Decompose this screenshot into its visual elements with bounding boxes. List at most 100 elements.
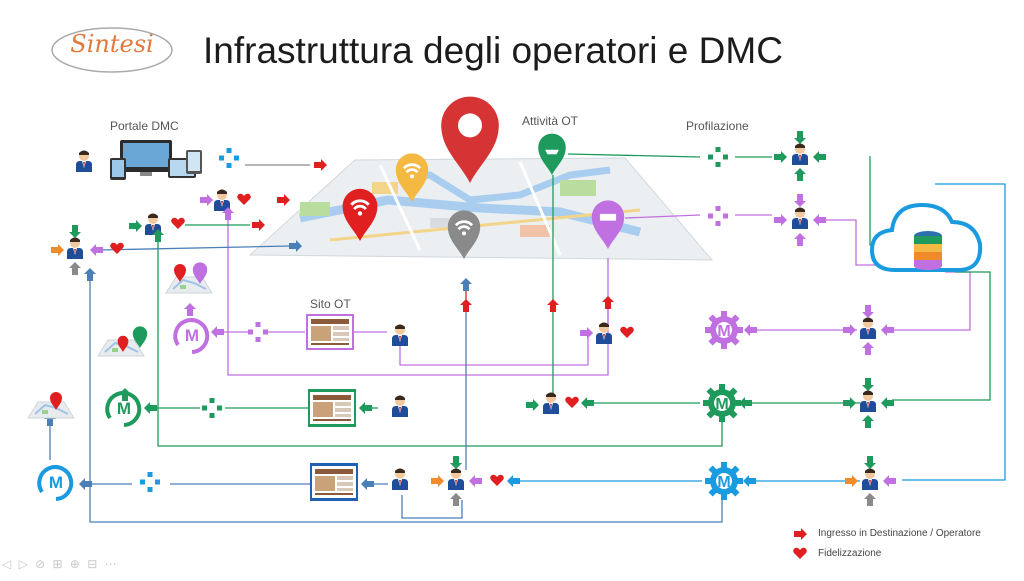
arrow-icon [881, 397, 894, 409]
arrow-icon [743, 475, 756, 487]
arrow-icon [450, 493, 462, 506]
arrow-icon [526, 399, 539, 411]
arrow-icon [794, 168, 806, 181]
heart-icon [237, 193, 251, 205]
gear-letter: M [717, 323, 730, 340]
label-profilazione: Profilazione [686, 119, 749, 133]
gears [703, 311, 743, 500]
red-arrow-icon [252, 219, 265, 231]
cluster-icon [708, 206, 728, 226]
arrow-icon [862, 305, 874, 318]
user-avatar [792, 207, 808, 229]
arrow-icon [90, 244, 103, 256]
red-arrow-icon [460, 299, 472, 312]
user-avatar [543, 392, 559, 414]
arrow-icon [813, 214, 826, 226]
legend-fidelizzazione: Fidelizzazione [818, 548, 882, 559]
arrow-icon [883, 475, 896, 487]
arrow-icon [580, 327, 593, 339]
user-avatar [67, 237, 83, 259]
arrow-icon [361, 478, 374, 490]
arrow-icon [69, 262, 81, 275]
cycle-icon [105, 391, 142, 427]
arrow-icon [129, 220, 142, 232]
red-arrow-icon [794, 528, 807, 540]
heart-icon [793, 547, 807, 559]
cycle-icons [37, 318, 210, 501]
mini-map [165, 276, 213, 294]
gear-letter: M [117, 399, 131, 418]
red-arrow-icon [602, 296, 614, 309]
arrow-icon [200, 194, 213, 206]
user-avatar-portale [76, 150, 92, 172]
destination-map [248, 157, 714, 261]
legend-icons [793, 528, 807, 559]
heart-icon [110, 242, 124, 254]
website-thumbnail [312, 466, 356, 498]
user-avatar [860, 390, 876, 412]
arrow-icon [843, 397, 856, 409]
user-avatar [596, 322, 612, 344]
arrow-icon [864, 493, 876, 506]
cycle-icon [37, 465, 74, 501]
cluster-icon [140, 472, 160, 492]
logo: Sintesi [46, 22, 178, 78]
user-avatar [392, 395, 408, 417]
arrow-icon [774, 214, 787, 226]
cluster-icon [219, 148, 239, 168]
arrow-icon [794, 233, 806, 246]
map-pins [342, 96, 625, 259]
arrow-icon [862, 378, 874, 391]
label-portale-dmc: Portale DMC [110, 119, 179, 133]
user-avatar [392, 324, 408, 346]
gear-letter: M [715, 396, 728, 413]
label-sito-ot: Sito OT [310, 297, 351, 311]
arrow-icon [184, 303, 196, 316]
user-avatar [448, 468, 464, 490]
slide-controls[interactable]: ◁ ▷ ⊘ ⊞ ⊕ ⊟ ⋯ [2, 557, 119, 571]
heart-icon [171, 217, 185, 229]
red-arrow-icon [314, 159, 327, 171]
heart-icon [620, 326, 634, 338]
user-avatar [862, 468, 878, 490]
arrow-icon [69, 225, 81, 238]
red-arrow-icon [547, 299, 559, 312]
arrow-icon [450, 456, 462, 469]
legend-ingresso: Ingresso in Destinazione / Operatore [818, 528, 981, 539]
arrow-icon [84, 268, 96, 281]
portale-dmc-devices [110, 140, 202, 180]
arrow-icon [862, 415, 874, 428]
user-avatar [860, 317, 876, 339]
logo-text: Sintesi [70, 30, 154, 58]
arrow-icon [211, 326, 224, 338]
arrow-icon [881, 324, 894, 336]
arrow-icon [794, 131, 806, 144]
arrow-icon [813, 151, 826, 163]
cluster-icon [248, 322, 268, 342]
cycle-icon [173, 318, 210, 354]
user-avatar-profilazione [792, 143, 808, 165]
arrow-icon [51, 244, 64, 256]
page-title: Infrastruttura degli operatori e DMC [203, 30, 783, 71]
label-attivita-ot: Attività OT [522, 114, 579, 128]
website-thumbnail [310, 392, 354, 424]
arrow-icon [864, 456, 876, 469]
cluster-icon [708, 147, 728, 167]
arrow-icon [460, 278, 472, 291]
heart-icon [565, 396, 579, 408]
arrow-icon [359, 402, 372, 414]
red-arrow-icon [277, 194, 290, 206]
mini-map [27, 401, 75, 419]
sito-ot-pages [306, 314, 358, 501]
website-thumbnail [308, 316, 352, 348]
arrow-icon [144, 402, 157, 414]
cluster-icon [202, 398, 222, 418]
arrow-icon [507, 475, 520, 487]
arrow-icon [843, 324, 856, 336]
arrow-icon [774, 151, 787, 163]
user-avatar [392, 468, 408, 490]
gear-letter: M [49, 473, 63, 492]
cloud-database [869, 202, 983, 272]
arrow-icon [862, 342, 874, 355]
